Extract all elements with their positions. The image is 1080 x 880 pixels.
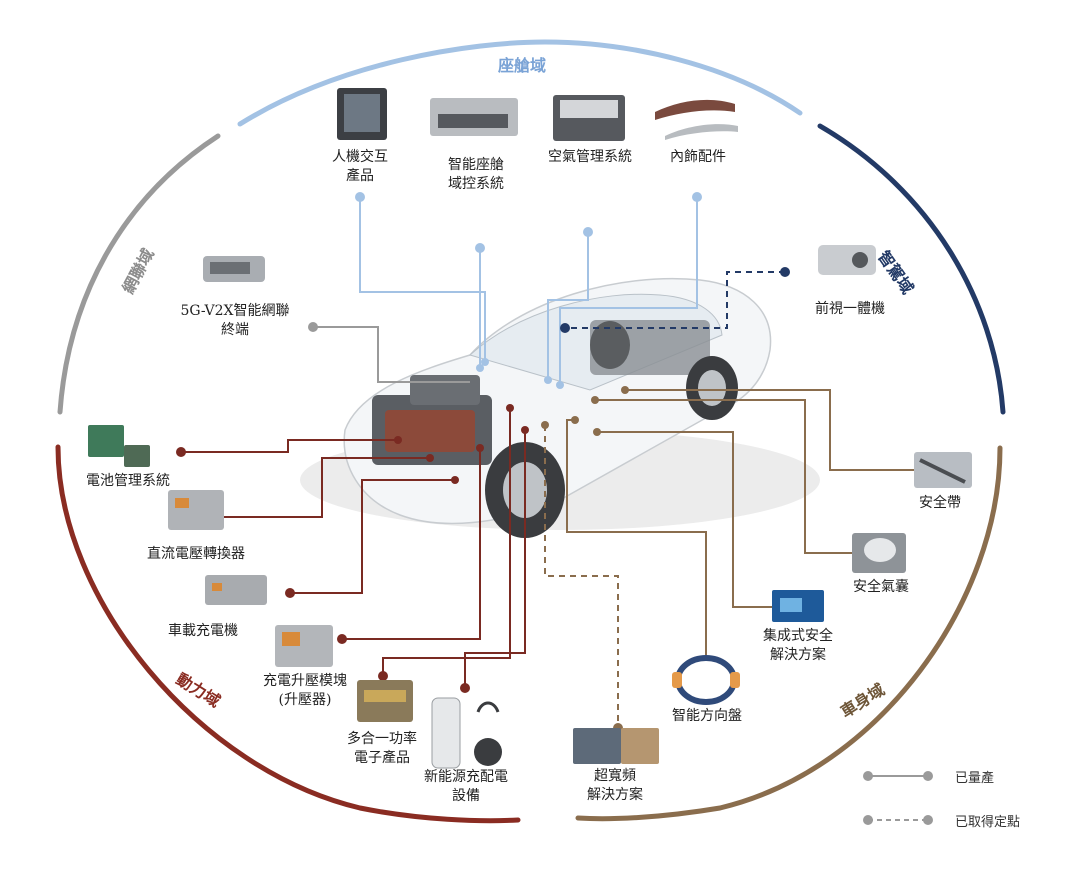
label-interior: 內飾配件 [670,149,726,165]
line-airbag [595,399,852,554]
thumb-charging [431,697,502,769]
label-front-camera: 前視一體機 [815,301,885,317]
label-uwb: 超寬頻解決方案 [587,768,643,803]
thumb-obc [205,575,267,605]
line-hmi [359,197,486,362]
thumb-cockpit-controller [430,98,518,136]
arc-powertrain [55,444,521,824]
thumb-v2x [203,256,265,282]
arc-cockpit [237,39,803,127]
arc-connectivity [57,133,221,415]
label-hmi: 人機交互產品 [332,149,388,184]
thumb-hvac [553,95,625,141]
label-v2x: 5G-V2X智能網聯終端 [180,303,290,338]
line-steering [566,419,707,655]
line-charging [464,430,526,688]
label-seatbelt: 安全帶 [919,495,961,511]
domain-label-cockpit: 座艙域 [498,56,547,75]
label-hvac: 空氣管理系統 [548,149,632,165]
line-bms [181,439,398,453]
thumb-steering [672,655,740,705]
thumb-bms [88,425,150,467]
arc-intelligent-driving [817,123,1006,415]
label-bms: 電池管理系統 [86,473,170,489]
thumb-hmi [337,88,387,140]
label-steering: 智能方向盤 [672,708,742,724]
line-integrated-safety [597,431,772,608]
line-power-electronics [382,408,511,676]
label-integrated-safety: 集成式安全解決方案 [763,628,833,663]
arc-body [575,445,1003,822]
legend-dashed-symbol [863,815,933,825]
label-charging: 新能源充配電設備 [424,769,508,804]
thumb-front-camera [818,245,876,275]
thumb-power-electronics [357,680,413,722]
label-airbag: 安全氣囊 [853,579,909,595]
label-obc: 車載充電機 [168,623,238,639]
line-obc [290,479,455,594]
line-dcdc [219,457,430,518]
line-boost [342,448,481,640]
line-interior [559,197,698,385]
legend-solid-symbol [863,771,933,781]
thumb-dcdc [168,490,224,530]
legend-nominated: 已取得定點 [955,815,1021,830]
line-hvac [547,232,589,380]
thumb-uwb [573,728,659,764]
thumb-interior [655,99,738,140]
label-power-electronics: 多合一功率電子產品 [347,731,417,766]
line-v2x [313,326,470,383]
thumb-airbag [852,533,906,573]
label-dcdc: 直流電壓轉換器 [147,546,245,562]
legend-mass-production: 已量產 [955,771,995,786]
line-seatbelt [625,389,914,471]
label-cockpit-controller: 智能座艙域控系統 [448,157,504,192]
label-boost: 充電升壓模塊(升壓器) [263,673,347,708]
thumb-boost [275,625,333,667]
thumb-seatbelt [914,452,972,488]
thumb-integrated-safety [772,590,824,622]
line-uwb [544,425,619,728]
